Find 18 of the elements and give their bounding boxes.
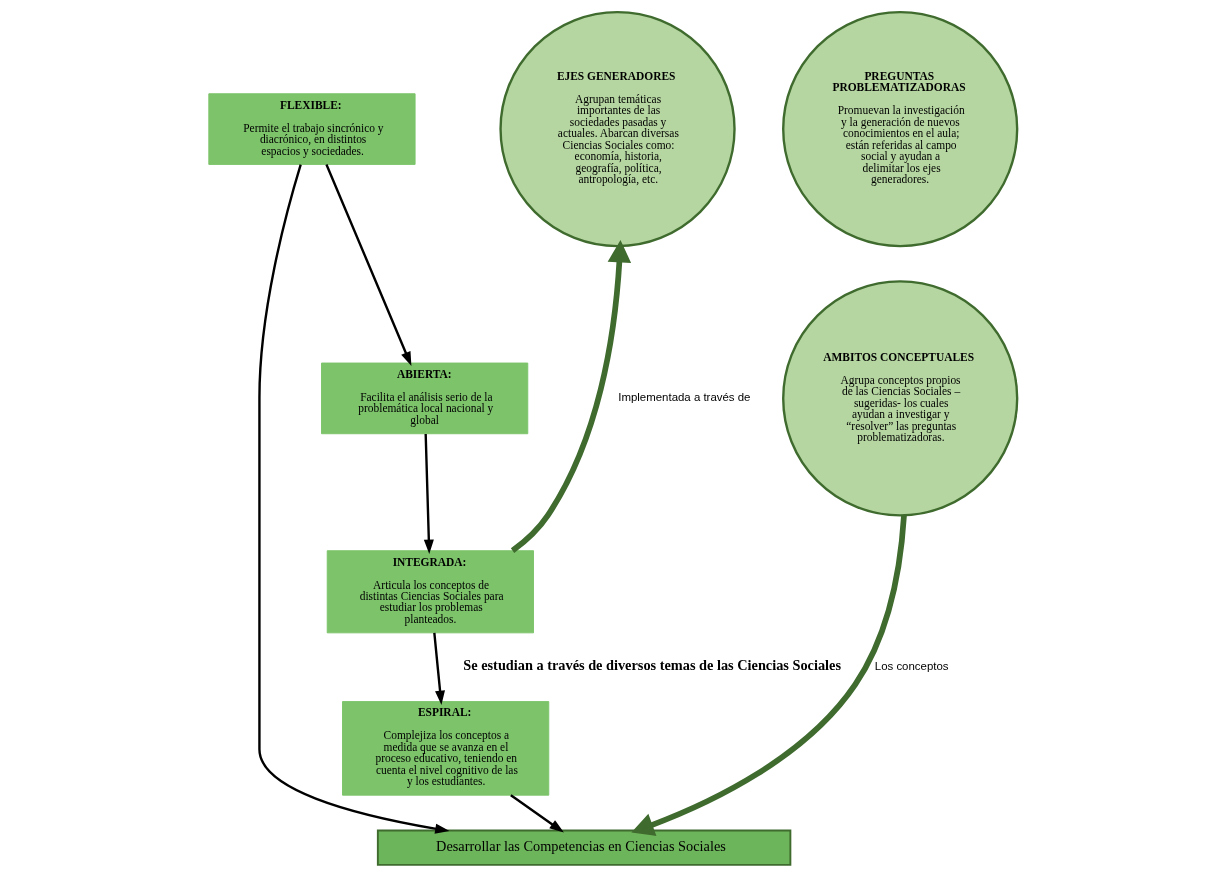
node-box: INTEGRADA: Articula los conceptos de distintas Ciencias Sociales para estudiar los problemas planteados. (326, 550, 534, 634)
arrow (423, 434, 434, 555)
node-box: ESPIRAL: Complejiza los conceptos a medida que se avanza en el proceso educativo, teniendo en cuenta el nivel cognitivo de las y los estudiantes. (341, 701, 549, 796)
node-circle: PREGUNTAS PROBLEMATIZADORAS Promuevan la investigación y la generación de nuevos conocimientos en el aula; están referidas al campo social y ayudan a delimitar los ejes generadores. (781, 10, 1018, 248)
node-box: ABIERTA: Facilita el análisis serio de la problemática local nacional y global (320, 362, 528, 435)
node-circle: AMBITOS CONCEPTUALES Agrupa conceptos propios de las Ciencias Sociales – sugeridas- los cuales ayudan a investigar y “resolver” las preguntas problematizadoras. (781, 280, 1018, 517)
node-circle: EJES GENERADORES Agrupan temáticas importantes de las sociedades pasadas y actuales. Abarcan diversas Ciencias Sociales como: economía, historia, geografía, política, antropología, etc. (498, 10, 736, 248)
edge-label: Implementada a través de (617, 391, 751, 404)
arrow (432, 632, 445, 705)
edge-label: Los conceptos (874, 660, 949, 673)
arrow (510, 239, 631, 553)
arrow (509, 794, 564, 833)
label: Se estudian a través de diversos temas de las Ciencias Sociales (462, 656, 841, 673)
arrow (630, 515, 907, 836)
arrow (324, 164, 411, 367)
node-box: Desarrollar las Competencias en Ciencias Sociales (376, 829, 791, 866)
arrow (257, 164, 450, 834)
node-box: FLEXIBLE: Permite el trabajo sincrónico y diacrónico, en distintos espacios y sociedades. (207, 93, 416, 165)
